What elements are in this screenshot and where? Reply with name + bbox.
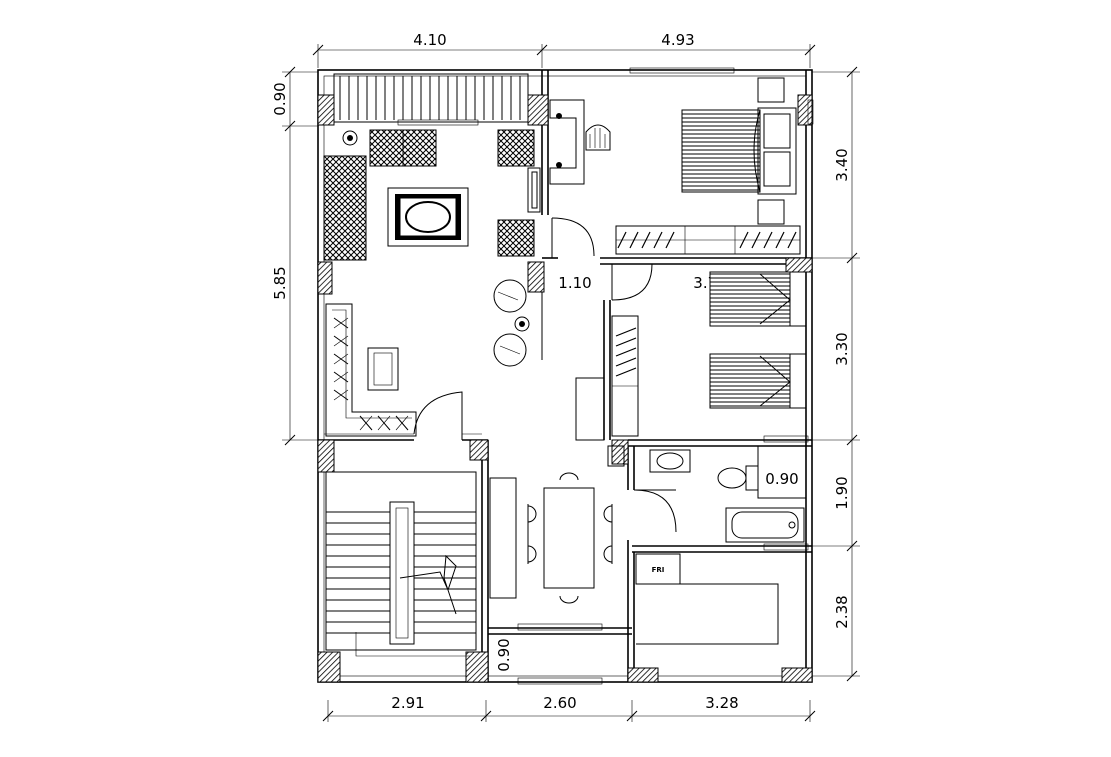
linework [763,231,773,249]
linework [333,335,349,347]
stair-treads [326,511,476,634]
linework [787,231,797,249]
linework [653,231,663,249]
sofa-cushions [333,317,409,431]
bedroom-2 [541,263,807,441]
dim-right-3: 1.90 [833,476,851,509]
linework [359,415,373,431]
linework [333,353,349,365]
linework [615,367,637,377]
linework [333,317,349,329]
kitchen: FRI [635,553,779,645]
dim-interior-shower: 0.90 [765,470,798,488]
linework [617,231,627,249]
linework [615,347,637,357]
dim-left-2: 5.85 [271,266,289,299]
linework [739,231,749,249]
staircase [325,471,477,657]
dim-right-4: 2.38 [833,595,851,628]
linework [615,337,637,347]
wardrobe-hangers-2 [615,327,637,377]
linework [629,231,639,249]
dining-area [489,472,613,604]
dim-right-1: 3.40 [833,148,851,181]
dim-interior-balcony: 0.90 [495,638,513,671]
linework [615,327,637,337]
bedroom-1 [549,77,801,258]
linework [775,231,785,249]
dim-bottom-2: 2.60 [543,694,576,712]
dimension-lines [282,44,860,722]
linework [377,415,391,431]
dim-top-1: 4.10 [413,31,446,49]
walls [317,69,813,683]
linework [333,389,349,401]
dim-interior-corridor: 1.10 [558,274,591,292]
linework [665,231,675,249]
linework [641,231,651,249]
wardrobe-hangers [617,231,797,249]
living-room [323,129,541,440]
linework [751,231,761,249]
fridge-label: FRI [652,566,665,574]
dim-bottom-1: 2.91 [391,694,424,712]
dim-bottom-3: 3.28 [705,694,738,712]
linework [395,415,409,431]
dim-left-1: 0.90 [271,82,289,115]
linework [333,371,349,383]
linework [615,357,637,367]
top-balcony [333,73,529,123]
dim-right-2: 3.30 [833,332,851,365]
dim-top-2: 4.93 [661,31,694,49]
columns [317,94,813,683]
bathroom [607,445,807,543]
